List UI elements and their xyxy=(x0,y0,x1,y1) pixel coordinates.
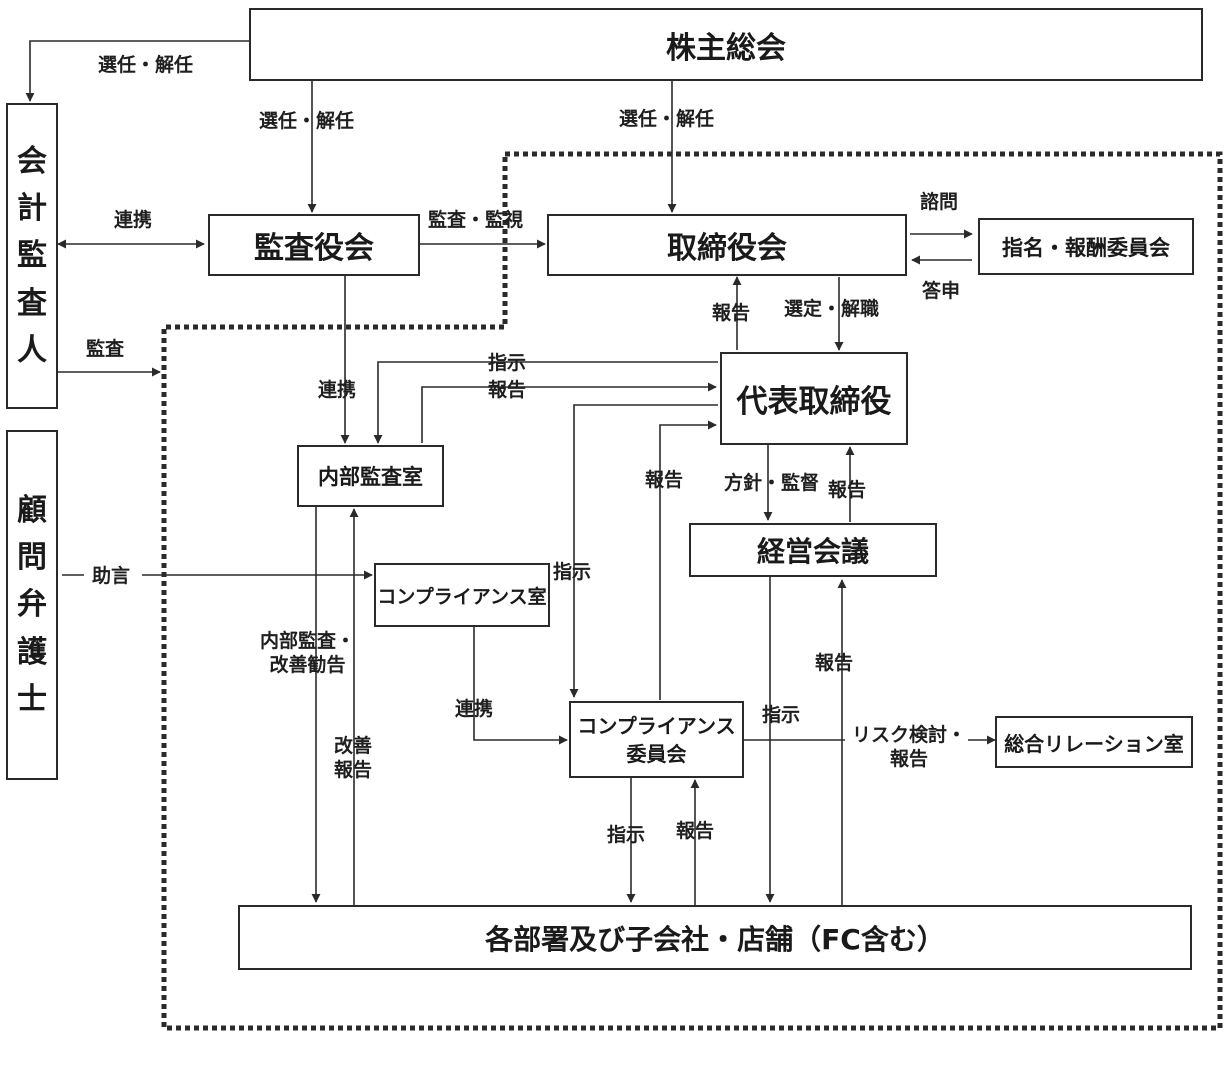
label-report-back: 答申 xyxy=(922,280,961,302)
audit-board-label: 監査役会 xyxy=(254,231,374,266)
board-of-directors-label: 取締役会 xyxy=(667,231,787,266)
compliance-committee-box: コンプライアンス 委員会 xyxy=(569,701,744,778)
vertical-char: 顧 xyxy=(17,492,47,528)
label-appoint-dismiss-board: 選任・解任 xyxy=(619,108,715,130)
label-improvement-report: 改善 報告 xyxy=(334,735,373,781)
arrow-report-internal xyxy=(421,382,717,443)
board-of-directors-box: 取締役会 xyxy=(547,214,907,276)
label-audit-supervise: 監査・監視 xyxy=(428,209,524,231)
label-report-to-board: 報告 xyxy=(712,302,751,324)
shareholders-meeting-label: 株主総会 xyxy=(666,30,786,66)
accounting-auditor-box: 会計監査人 xyxy=(6,103,58,409)
departments-label: 各部署及び子会社・店舗（FC含む） xyxy=(485,922,945,956)
accounting-auditor-label: 会計監査人 xyxy=(17,144,47,369)
representative-director-label: 代表取締役 xyxy=(736,384,892,420)
label-instruct-committee: 指示 xyxy=(553,561,592,583)
label-report-to-meeting: 報告 xyxy=(815,652,854,674)
vertical-char: 弁 xyxy=(17,587,47,623)
arrow-appoint-auditor xyxy=(25,40,249,102)
label-advice: 助言 xyxy=(92,565,131,587)
management-meeting-label: 経営会議 xyxy=(756,535,869,568)
vertical-char: 監 xyxy=(17,238,47,274)
vertical-char: 問 xyxy=(17,539,47,575)
label-appoint-dismiss-audit-board: 選任・解任 xyxy=(259,110,355,132)
legal-counsel-box: 顧問弁護士 xyxy=(6,430,58,780)
general-relations-office-box: 総合リレーション室 xyxy=(995,716,1193,768)
label-cooperation-auditor: 連携 xyxy=(114,209,153,231)
label-instruct-internal: 指示 xyxy=(488,352,527,374)
label-report-from-committee: 報告 xyxy=(645,469,684,491)
compliance-office-box: コンプライアンス室 xyxy=(374,563,550,627)
label-report-from-departments: 報告 xyxy=(676,820,715,842)
compliance-committee-label: コンプライアンス 委員会 xyxy=(577,713,736,766)
departments-box: 各部署及び子会社・店舗（FC含む） xyxy=(238,905,1192,970)
label-cooperation-compliance: 連携 xyxy=(455,698,494,720)
label-policy-supervise: 方針・監督 xyxy=(724,472,820,494)
vertical-char: 計 xyxy=(17,190,47,226)
vertical-char: 護 xyxy=(17,634,47,670)
arrow-instruct-committee xyxy=(569,404,718,698)
management-meeting-box: 経営会議 xyxy=(689,523,937,577)
internal-audit-office-box: 内部監査室 xyxy=(297,445,444,507)
audit-board-box: 監査役会 xyxy=(208,214,420,276)
nomination-committee-label: 指名・報酬委員会 xyxy=(1002,235,1170,260)
governance-boundary xyxy=(161,151,1223,1031)
nomination-committee-box: 指名・報酬委員会 xyxy=(978,218,1194,275)
representative-director-box: 代表取締役 xyxy=(720,352,908,445)
label-instruct-from-meeting: 指示 xyxy=(762,704,801,726)
vertical-char: 士 xyxy=(17,682,47,718)
label-report-from-meeting: 報告 xyxy=(828,479,867,501)
label-audit: 監査 xyxy=(86,338,125,360)
label-risk-review-report: リスク検討・ 報告 xyxy=(852,724,967,770)
compliance-office-label: コンプライアンス室 xyxy=(377,585,547,608)
label-report-internal: 報告 xyxy=(488,379,527,401)
vertical-char: 人 xyxy=(17,333,47,369)
general-relations-office-label: 総合リレーション室 xyxy=(1004,731,1184,756)
arrow-cooperation-compliance xyxy=(473,627,568,745)
vertical-char: 査 xyxy=(17,285,47,321)
label-internal-audit-recommend: 内部監査・ 改善勧告 xyxy=(260,630,356,676)
label-instruct-departments: 指示 xyxy=(607,824,646,846)
internal-audit-office-label: 内部監査室 xyxy=(318,465,423,489)
legal-counsel-label: 顧問弁護士 xyxy=(17,493,47,718)
label-cooperation-internal: 連携 xyxy=(318,379,357,401)
label-inquiry: 諮問 xyxy=(920,191,959,213)
label-select-dismiss: 選定・解職 xyxy=(784,298,880,320)
label-appoint-dismiss-auditor: 選任・解任 xyxy=(98,54,194,76)
arrow-report-from-committee xyxy=(659,420,717,700)
arrow-instruct-internal xyxy=(373,361,718,444)
vertical-char: 会 xyxy=(17,143,47,179)
shareholders-meeting-box: 株主総会 xyxy=(249,8,1203,81)
